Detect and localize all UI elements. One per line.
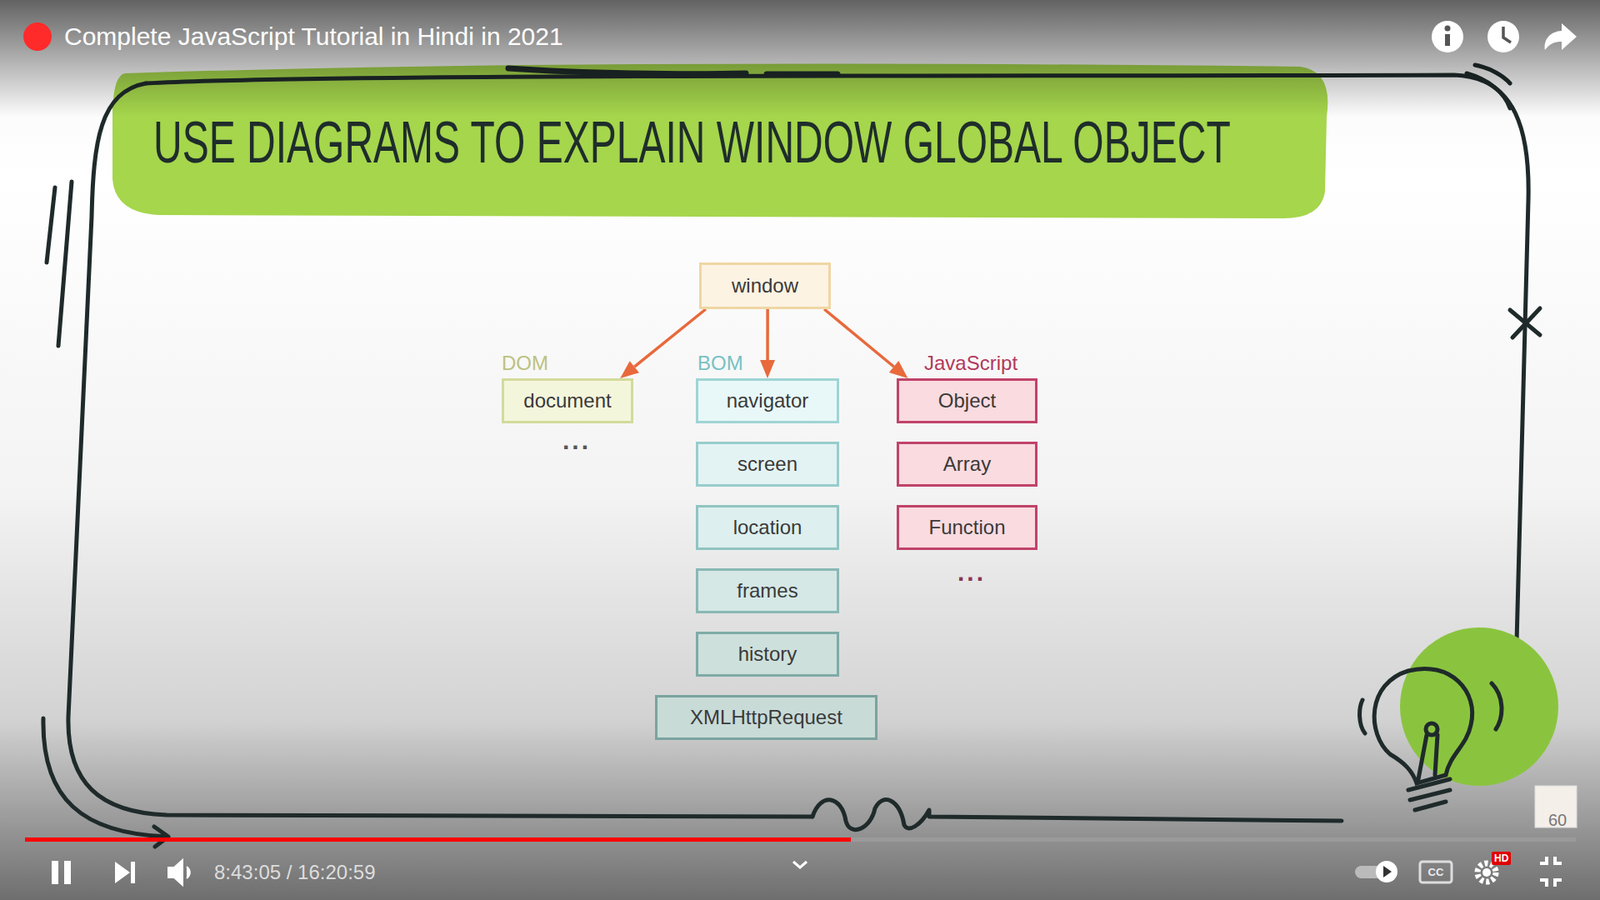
object-box: frames bbox=[695, 568, 840, 614]
object-box: XMLHttpRequest bbox=[655, 695, 878, 740]
clock-face bbox=[1487, 20, 1520, 53]
fps-text: 60 bbox=[1548, 810, 1567, 830]
progress-played bbox=[25, 837, 851, 842]
box-text: window bbox=[731, 274, 799, 298]
box-text: document bbox=[523, 389, 611, 413]
hd-badge: HD bbox=[1491, 851, 1511, 865]
time-display: 8:43:05 / 16:20:59 bbox=[214, 860, 376, 885]
object-box: BOMnavigator bbox=[695, 378, 840, 424]
object-box: screen bbox=[695, 441, 840, 487]
bulb-blob bbox=[1400, 627, 1559, 786]
frame-top-right bbox=[145, 75, 1529, 642]
bulb-base bbox=[1408, 779, 1450, 810]
bulb-filament bbox=[1418, 735, 1438, 780]
exit-fullscreen-icon bbox=[1540, 856, 1562, 887]
bulb-filament-knot bbox=[1425, 723, 1438, 735]
box-text: Object bbox=[938, 389, 996, 413]
toggle-knob bbox=[1375, 860, 1398, 883]
box-text: Function bbox=[928, 515, 1005, 540]
lightbulb-icon bbox=[1360, 668, 1502, 810]
box-text: location bbox=[733, 515, 803, 540]
bulb-glass bbox=[1374, 668, 1473, 784]
ellipsis: ... bbox=[562, 426, 591, 455]
slide-title: USE DIAGRAMS TO EXPLAIN WINDOW GLOBAL OB… bbox=[153, 107, 1231, 180]
settings-icon bbox=[1477, 863, 1496, 882]
next-button bbox=[115, 861, 135, 884]
box-text: navigator bbox=[726, 389, 810, 413]
share-icon bbox=[1545, 23, 1577, 50]
volume-button bbox=[168, 860, 190, 885]
group-heading: BOM bbox=[697, 351, 744, 375]
cc-icon bbox=[1420, 861, 1452, 883]
object-box: DOMdocument bbox=[501, 378, 634, 424]
video-title: Complete JavaScript Tutorial in Hindi in… bbox=[64, 21, 564, 52]
box-text: Array bbox=[943, 452, 991, 476]
box-text: history bbox=[738, 642, 798, 666]
hand-drawn-frame bbox=[43, 65, 1540, 847]
group-heading: JavaScript bbox=[924, 351, 1018, 375]
cc-text: CC bbox=[1428, 865, 1445, 880]
connector-arrow bbox=[760, 309, 775, 379]
connector-line bbox=[634, 309, 706, 367]
arrowhead bbox=[620, 360, 640, 379]
progress-track bbox=[25, 837, 1576, 842]
box-text: screen bbox=[737, 452, 798, 476]
gear bbox=[1477, 863, 1496, 882]
connector-line bbox=[765, 309, 770, 360]
frame-squiggle bbox=[812, 800, 1342, 830]
connector-arrow bbox=[620, 309, 706, 379]
info-dot bbox=[1445, 25, 1451, 32]
pause-button bbox=[51, 860, 71, 885]
arrowhead bbox=[889, 360, 909, 379]
connector-line bbox=[824, 309, 894, 367]
object-box: Array bbox=[896, 441, 1038, 487]
curved-arrow bbox=[43, 718, 169, 847]
info-icon bbox=[1431, 20, 1464, 53]
object-box: window bbox=[699, 262, 831, 310]
live-dot bbox=[23, 22, 52, 51]
autoplay-toggle bbox=[1355, 860, 1398, 883]
top-shade bbox=[0, 0, 1600, 117]
ellipsis: ... bbox=[957, 558, 986, 587]
group-heading: DOM bbox=[501, 351, 549, 375]
arrowhead bbox=[760, 360, 775, 379]
object-box: JavaScriptObject bbox=[896, 378, 1038, 424]
gear-hub bbox=[1482, 868, 1491, 877]
left-strokes bbox=[46, 181, 72, 346]
object-box: location bbox=[695, 505, 840, 550]
x-mark bbox=[1510, 308, 1540, 338]
info-stem bbox=[1445, 34, 1450, 46]
object-box: Function bbox=[896, 505, 1038, 550]
connector-arrow bbox=[824, 309, 908, 379]
info-circle bbox=[1431, 20, 1464, 53]
box-text: XMLHttpRequest bbox=[690, 705, 843, 730]
object-box: history bbox=[695, 631, 840, 677]
chevron bbox=[793, 861, 807, 868]
clock-icon bbox=[1487, 20, 1520, 53]
clock-hands bbox=[1503, 26, 1511, 43]
toggle-play bbox=[1383, 865, 1392, 878]
box-text: frames bbox=[736, 579, 798, 603]
bulb-rays bbox=[1360, 683, 1502, 734]
